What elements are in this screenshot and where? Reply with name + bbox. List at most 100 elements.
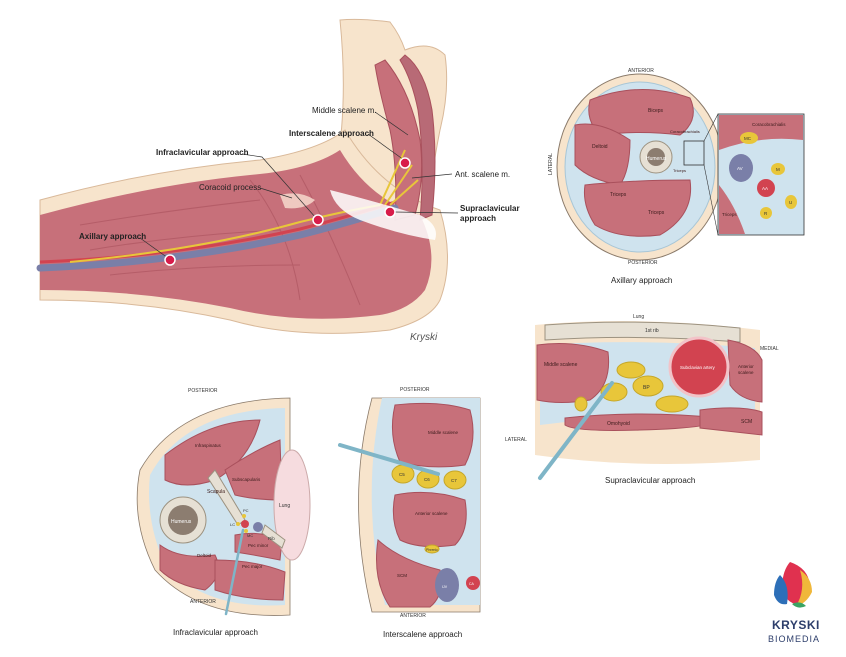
triceps-section	[584, 179, 692, 237]
pointer-axillary	[139, 237, 169, 259]
sc-first-rib: 1st rib	[645, 328, 659, 334]
ax-u: U	[789, 200, 792, 205]
inter-middle-scalene	[391, 402, 474, 468]
is-ca: CA	[469, 582, 475, 586]
label-middle-scalene: Middle scalene m.	[312, 106, 376, 115]
infra-needle[interactable]	[224, 528, 245, 616]
infra-lung	[273, 449, 311, 561]
inter-needle[interactable]	[338, 443, 440, 476]
label-coracoid: Coracoid process	[199, 183, 261, 192]
sc-anterior-scalene-1: Anterior	[738, 364, 754, 369]
infra-vein	[253, 522, 263, 532]
sc-scm: SCM	[741, 419, 752, 425]
supra-scm	[699, 407, 763, 436]
ax-triceps-3: Triceps	[648, 210, 665, 216]
ax-biceps: Biceps	[648, 108, 664, 114]
ax-aa: AA	[762, 186, 768, 191]
ax-mc: MC	[744, 136, 752, 141]
kryski-logo: KRYSKI BIOMEDIA	[768, 562, 820, 644]
axillary-marker[interactable]	[164, 254, 176, 266]
sc-medial: MEDIAL	[760, 346, 779, 352]
clavicle-highlight	[330, 190, 436, 240]
supra-first-rib	[544, 321, 741, 343]
supraclavicular-marker[interactable]	[384, 206, 396, 218]
logo-mark-yellow	[796, 570, 812, 606]
sc-subclavian-artery: Subclavian artery	[680, 365, 716, 370]
sc-omohyoid: Omohyoid	[607, 421, 630, 427]
supra-bp-4	[655, 395, 689, 413]
ax-triceps-1: Triceps	[673, 168, 686, 173]
ic-infraspinatus: Infraspinatus	[195, 443, 222, 448]
ic-mc: MC	[247, 533, 253, 538]
sc-caption: Supraclavicular approach	[605, 476, 695, 485]
supra-bp-2	[632, 375, 664, 397]
supra-bp-5	[574, 396, 588, 412]
infra-mc-nerve	[244, 529, 248, 533]
inter-phrenic	[424, 544, 440, 554]
label-supraclavicular-2: approach	[460, 214, 496, 223]
sc-lateral: LATERAL	[505, 437, 527, 443]
infra-pec-major	[214, 559, 286, 601]
supra-bp-1	[616, 361, 646, 379]
ax-inset-triceps: Triceps	[722, 212, 737, 217]
ic-posterior: POSTERIOR	[188, 388, 218, 394]
ic-pc: PC	[243, 508, 249, 513]
ax-lateral: LATERAL	[548, 153, 554, 175]
supra-subclavian-artery	[668, 336, 730, 398]
label-interscalene: Interscalene approach	[289, 129, 374, 138]
muscle-striations	[79, 174, 361, 306]
is-posterior: POSTERIOR	[400, 387, 430, 393]
infraclavicular-panel: POSTERIOR ANTERIOR Infraspinatus Subscap…	[136, 388, 311, 637]
ax-caption: Axillary approach	[611, 276, 672, 285]
infra-pec-minor	[234, 532, 283, 561]
interscalene-panel: POSTERIOR ANTERIOR Middle scalene C5 C6 …	[338, 387, 481, 639]
ic-rib: Rib	[268, 536, 275, 541]
infra-artery	[241, 520, 249, 528]
sc-middle-scalene: Middle scalene	[544, 362, 578, 368]
infra-pc-nerve	[242, 514, 246, 518]
interscalene-marker[interactable]	[399, 157, 411, 169]
logo-text-biomedia: BIOMEDIA	[768, 634, 820, 644]
is-caption: Interscalene approach	[383, 630, 462, 639]
supraclavicular-panel: Lung 1st rib MEDIAL LATERAL Middle scale…	[505, 314, 779, 485]
is-c7: C7	[451, 478, 457, 483]
inset-mc-nerve	[740, 132, 758, 144]
infra-infraspinatus	[164, 419, 261, 486]
main-shoulder-illustration: Middle scalene m. Interscalene approach …	[36, 18, 520, 343]
inset-axillary-vein	[729, 154, 753, 182]
deltoid-section	[574, 123, 631, 186]
supra-middle-scalene	[536, 343, 610, 403]
pointer-coracoid	[259, 187, 293, 199]
inset-m-nerve	[771, 163, 785, 175]
infra-humerus-marrow	[168, 505, 198, 535]
inset-coracobrachialis	[719, 115, 803, 150]
is-c6: C6	[424, 477, 430, 482]
is-middle-scalene: Middle scalene	[428, 430, 459, 435]
artist-signature: Kryski	[410, 332, 438, 343]
label-ant-scalene: Ant. scalene m.	[455, 170, 510, 179]
ic-caption: Infraclavicular approach	[173, 628, 258, 637]
ax-r: R	[764, 211, 768, 216]
infraclavicular-marker[interactable]	[312, 214, 324, 226]
pointer-supraclavicular	[393, 211, 459, 214]
ic-pec-minor: Pec minor	[248, 543, 269, 548]
ax-humerus: Humerus	[646, 156, 667, 162]
inter-c7	[443, 470, 467, 490]
ic-lc: LC	[230, 522, 235, 527]
pointer-interscalene	[367, 133, 405, 161]
supra-needle[interactable]	[538, 381, 614, 480]
is-scm: SCM	[397, 573, 407, 578]
sc-lung: Lung	[633, 314, 644, 320]
inter-ij-vein	[435, 568, 459, 602]
ax-posterior: POSTERIOR	[628, 260, 658, 266]
inset-connector-top	[703, 113, 719, 142]
ax-av: AV	[737, 166, 743, 171]
scm-muscle	[399, 54, 436, 221]
inset-source-box	[683, 140, 705, 166]
pointer-ant-scalene	[411, 173, 453, 179]
ic-lung: Lung	[279, 503, 290, 509]
logo-mark-green	[792, 602, 806, 608]
ax-deltoid: Deltoid	[592, 144, 608, 150]
is-phrenic: Phrenic	[426, 548, 438, 552]
